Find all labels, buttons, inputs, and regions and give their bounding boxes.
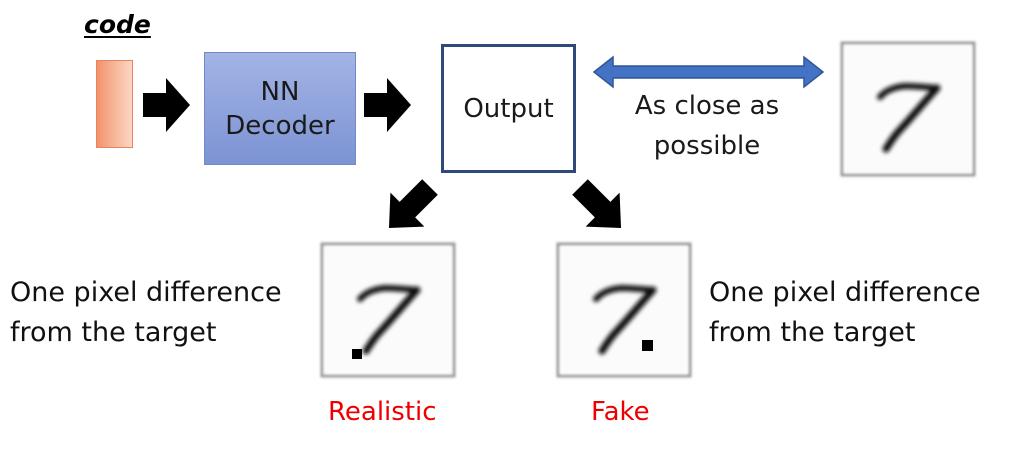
right-note-line-1: One pixel difference bbox=[709, 277, 981, 308]
digit-seven-icon bbox=[877, 83, 941, 153]
as-close-as-possible-label: As close as possible bbox=[612, 86, 802, 166]
fake-label: Fake bbox=[591, 397, 650, 427]
left-note-line-1: One pixel difference bbox=[10, 277, 282, 308]
digit-seven-icon bbox=[357, 285, 421, 355]
extra-pixel-mark bbox=[642, 340, 653, 351]
realistic-candidate-image bbox=[320, 242, 456, 378]
relation-line-1: As close as bbox=[634, 91, 780, 121]
double-arrow-icon bbox=[592, 55, 825, 89]
realistic-label: Realistic bbox=[328, 397, 437, 427]
right-note-line-2: from the target bbox=[709, 317, 916, 348]
right-arrow-icon bbox=[143, 78, 190, 132]
left-note-line-2: from the target bbox=[10, 317, 217, 348]
output-box: Output bbox=[441, 44, 576, 173]
digit-seven-icon bbox=[593, 285, 657, 355]
relation-line-2: possible bbox=[653, 131, 761, 161]
diagonal-arrow-right-icon bbox=[572, 179, 622, 229]
nn-decoder-box: NN Decoder bbox=[204, 52, 356, 165]
fake-candidate-image bbox=[556, 242, 692, 378]
diagonal-arrow-left-icon bbox=[388, 179, 438, 229]
output-label: Output bbox=[463, 93, 554, 124]
right-arrow-icon bbox=[364, 78, 411, 132]
decoder-line-1: NN bbox=[260, 76, 300, 107]
left-difference-note: One pixel difference from the target bbox=[10, 273, 282, 353]
code-label: code bbox=[84, 10, 151, 39]
extra-pixel-mark bbox=[352, 349, 362, 359]
target-digit-image bbox=[840, 41, 976, 177]
decoder-line-2: Decoder bbox=[225, 110, 335, 141]
right-difference-note: One pixel difference from the target bbox=[709, 273, 981, 353]
code-vector bbox=[96, 60, 133, 148]
